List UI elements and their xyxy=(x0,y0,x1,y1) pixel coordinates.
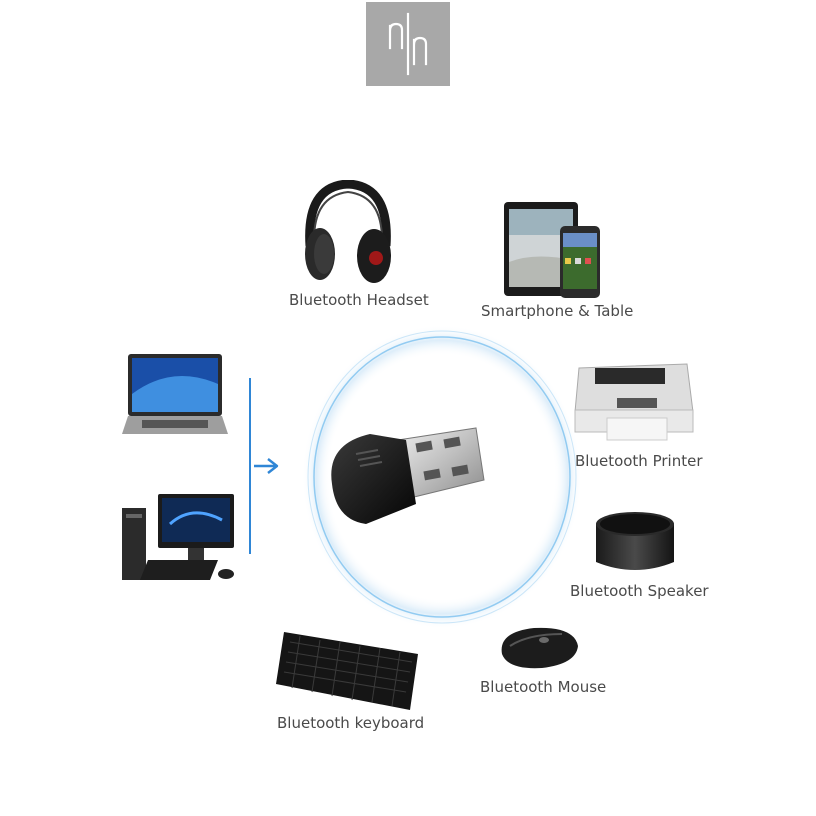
keyboard-device xyxy=(276,628,422,712)
speaker-icon xyxy=(596,512,674,570)
mouse-icon xyxy=(501,627,578,669)
phone-tablet-label: Smartphone & Table xyxy=(481,302,634,320)
phone-tablet-device xyxy=(504,202,600,298)
speaker-device xyxy=(594,508,676,576)
printer-icon xyxy=(574,363,694,441)
printer-device xyxy=(573,362,695,444)
arrow-right-icon xyxy=(254,458,279,474)
desktop-computer-icon xyxy=(122,494,234,580)
tablet-smartphone-icon xyxy=(504,202,600,298)
speaker-label: Bluetooth Speaker xyxy=(570,582,709,600)
mouse-device xyxy=(498,624,580,670)
headphones-icon xyxy=(305,180,391,283)
usb-dongle xyxy=(326,420,496,530)
laptop-device xyxy=(122,354,228,438)
connector-line xyxy=(249,378,251,554)
mouse-label: Bluetooth Mouse xyxy=(480,678,607,696)
headset-device xyxy=(300,180,396,286)
printer-label: Bluetooth Printer xyxy=(575,452,703,470)
brand-logo xyxy=(366,2,450,86)
desktop-device xyxy=(122,494,236,584)
nln-logo-icon xyxy=(388,12,428,76)
keyboard-icon xyxy=(276,632,418,710)
keyboard-label: Bluetooth keyboard xyxy=(277,714,425,732)
headset-label: Bluetooth Headset xyxy=(289,291,429,309)
usb-dongle-icon xyxy=(331,427,485,524)
laptop-icon xyxy=(122,354,228,434)
